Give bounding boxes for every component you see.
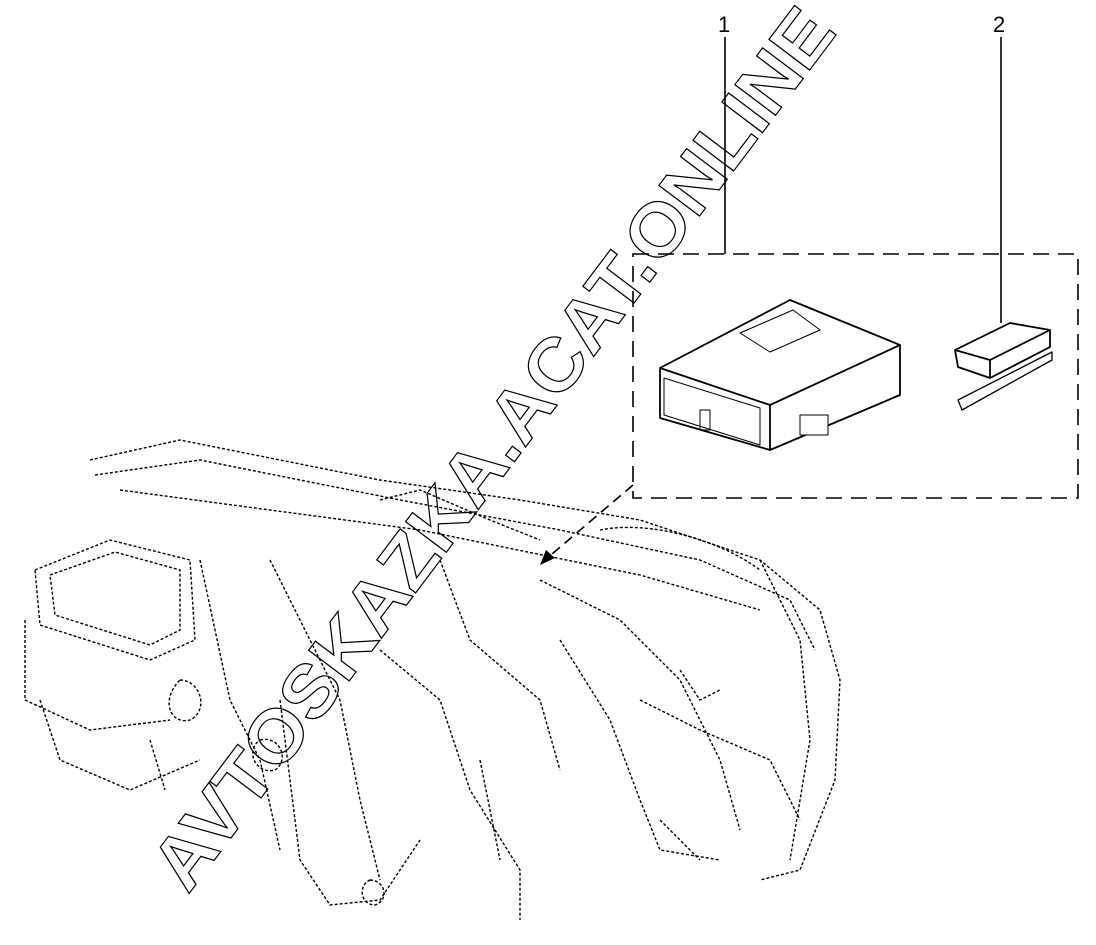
dashboard-assembly (24, 439, 841, 920)
location-arrow (544, 484, 634, 561)
detail-box (632, 253, 1079, 499)
arrowhead-icon (540, 550, 555, 565)
part-2-module (954, 322, 1053, 411)
callout-1: 1 (718, 12, 731, 37)
part-1-control-unit (659, 299, 901, 451)
callout-2: 2 (993, 12, 1006, 37)
